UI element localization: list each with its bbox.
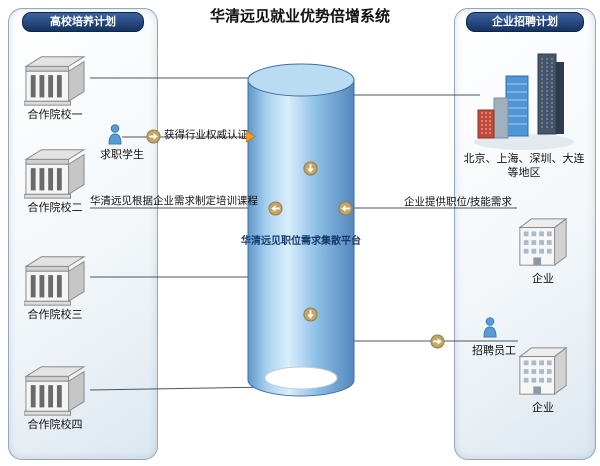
city-skyline-icon — [472, 52, 584, 152]
training-label: 华清远见根据企业需求制定培训课程 — [90, 195, 258, 207]
flow-arrow-right-icon — [430, 334, 445, 349]
platform-label: 华清远见职位需求集散平台 — [241, 236, 361, 247]
enterprise-building-icon — [516, 214, 570, 272]
certification-label: 获得行业权威认证 — [164, 129, 248, 141]
school-label: 合作院校四 — [27, 419, 83, 431]
job-seeker-label: 求职学生 — [100, 149, 144, 161]
region-label-line2: 等地区 — [507, 167, 541, 179]
enterprise-label: 企业 — [532, 273, 554, 285]
enterprise-panel-header: 企业招聘计划 — [466, 12, 584, 32]
school-label: 合作院校三 — [27, 309, 83, 321]
university-panel-header: 高校培养计划 — [22, 12, 144, 32]
enterprise-label: 企业 — [532, 402, 554, 414]
flow-arrow-left-icon — [268, 201, 283, 216]
region-label-line1: 北京、上海、深圳、大连 — [463, 153, 585, 165]
page-title: 华清远见就业优势倍增系统 — [209, 9, 390, 25]
employee-person-icon — [482, 317, 498, 339]
requirements-label: 企业提供职位/技能需求 — [404, 196, 512, 208]
flow-arrow-right-icon — [146, 129, 161, 144]
school-building-icon — [24, 252, 86, 306]
highlight-arrowhead-icon — [246, 131, 256, 143]
flow-arrow-down-icon — [303, 307, 318, 322]
school-label: 合作院校一 — [27, 109, 83, 121]
flow-arrow-left-icon — [338, 201, 353, 216]
flow-arrow-down-icon — [303, 161, 318, 176]
student-person-icon — [107, 124, 123, 146]
recruit-label: 招聘员工 — [472, 345, 516, 357]
school-building-icon — [24, 145, 86, 199]
school-label: 合作院校二 — [27, 202, 83, 214]
enterprise-building-icon — [516, 343, 570, 401]
platform-cylinder — [247, 63, 355, 397]
school-building-icon — [24, 362, 86, 416]
school-building-icon — [24, 52, 86, 106]
